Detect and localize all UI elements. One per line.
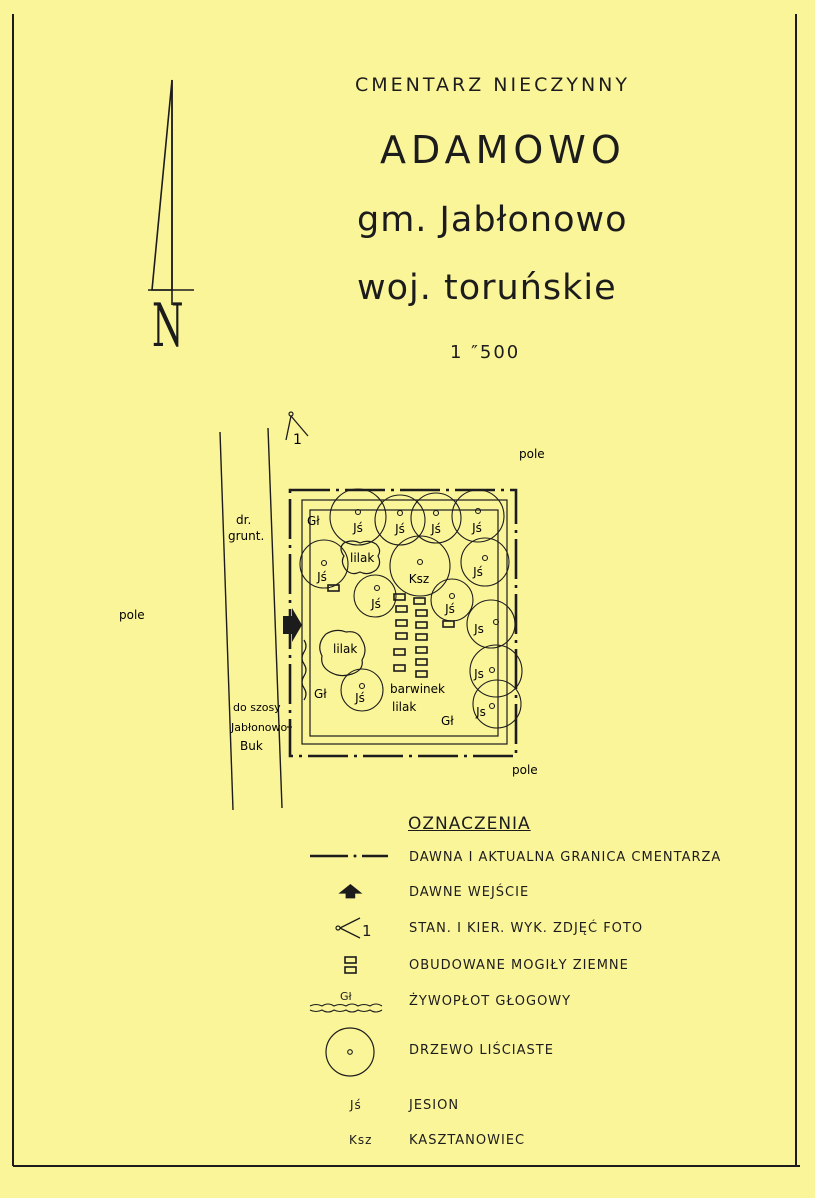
tree-label: Js bbox=[475, 705, 486, 719]
entrance-arrow-icon bbox=[338, 884, 363, 899]
label-to-road: Jabłonowo bbox=[230, 721, 288, 734]
abbrev-jesion: Jś bbox=[350, 1098, 362, 1112]
legend-item-hedge: ŻYWOPŁOT GŁOGOWY bbox=[409, 994, 572, 1009]
page-title: ADAMOWO bbox=[380, 128, 626, 172]
label-road: grunt. bbox=[228, 529, 264, 543]
hedge-symbol-label: Gł bbox=[340, 990, 353, 1003]
photo-station-number: 1 bbox=[362, 922, 372, 940]
tree-label: Js bbox=[473, 622, 484, 636]
hawthorn-hedge-icon bbox=[309, 1003, 383, 1013]
legend-item-boundary: DAWNA I AKTUALNA GRANICA CMENTARZA bbox=[409, 850, 722, 865]
tree-label: Jś bbox=[370, 597, 381, 611]
tree-label: Jś bbox=[354, 691, 365, 705]
label-hedge: Gł bbox=[314, 687, 327, 701]
photo-station-icon bbox=[335, 917, 361, 939]
tree-label: Jś bbox=[316, 570, 327, 584]
tree-label: Ksz bbox=[409, 572, 429, 586]
legend-item-jesion: JESION bbox=[409, 1098, 460, 1113]
legend-item-kasztanowiec: KASZTANOWIEC bbox=[409, 1133, 526, 1148]
road-edge-right bbox=[267, 427, 283, 809]
north-arrow-icon bbox=[148, 79, 194, 305]
trees-layer bbox=[299, 488, 523, 729]
deciduous-tree-icon bbox=[325, 1027, 375, 1077]
legend-item-photo: STAN. I KIER. WYK. ZDJĘĆ FOTO bbox=[409, 921, 644, 936]
cemetery-status: CMENTARZ NIECZYNNY bbox=[355, 74, 631, 96]
boundary-line-icon bbox=[310, 854, 388, 858]
grave-mounds bbox=[327, 584, 455, 678]
tree-label: Jś bbox=[444, 602, 455, 616]
label-to-road: Buk bbox=[240, 739, 263, 753]
cemetery-plan: 1 bbox=[119, 411, 545, 811]
label-hedge: Gł bbox=[441, 714, 454, 728]
commune-name: gm. Jabłonowo bbox=[357, 200, 628, 240]
photo-station-icon bbox=[285, 411, 309, 441]
tree-label: Jś bbox=[471, 521, 482, 535]
label-periwinkle: barwinek bbox=[390, 682, 445, 696]
abbrev-kasztanowiec: Ksz bbox=[349, 1133, 373, 1147]
legend-item-graves: OBUDOWANE MOGIŁY ZIEMNE bbox=[409, 958, 629, 973]
tree-label: Js bbox=[473, 667, 484, 681]
label-hedge: Gł bbox=[307, 514, 320, 528]
tree-label: Jś bbox=[472, 565, 483, 579]
road-edge-left bbox=[219, 431, 234, 811]
legend-item-tree: DRZEWO LIŚCIASTE bbox=[409, 1043, 554, 1058]
label-lilac: lilak bbox=[333, 642, 357, 656]
label-road: dr. bbox=[236, 513, 251, 527]
label-field-top: pole bbox=[519, 447, 545, 461]
label-lilac: lilak bbox=[392, 700, 416, 714]
north-label: N bbox=[152, 291, 184, 361]
legend-symbols: 1 Gł bbox=[309, 854, 388, 1077]
tree-label: Jś bbox=[430, 522, 441, 536]
lilac-bush-left bbox=[319, 629, 366, 677]
entrance-arrow-icon bbox=[283, 608, 302, 642]
legend-item-entrance: DAWNE WEJŚCIE bbox=[409, 885, 530, 900]
label-to-road: do szosy bbox=[233, 701, 281, 714]
label-lilac: lilak bbox=[350, 551, 374, 565]
photo-station-number: 1 bbox=[293, 432, 302, 448]
map-scale: 1 ″500 bbox=[450, 342, 521, 363]
tree-label: Jś bbox=[352, 521, 363, 535]
label-field-bottom: pole bbox=[512, 763, 538, 777]
hedge-left bbox=[301, 639, 307, 701]
tree-label: Jś bbox=[394, 522, 405, 536]
grave-mounds-icon bbox=[344, 956, 357, 974]
label-field-left: pole bbox=[119, 608, 145, 622]
province-name: woj. toruńskie bbox=[357, 268, 617, 308]
lilac-bush-top bbox=[340, 540, 381, 575]
legend-title: OZNACZENIA bbox=[408, 814, 531, 834]
